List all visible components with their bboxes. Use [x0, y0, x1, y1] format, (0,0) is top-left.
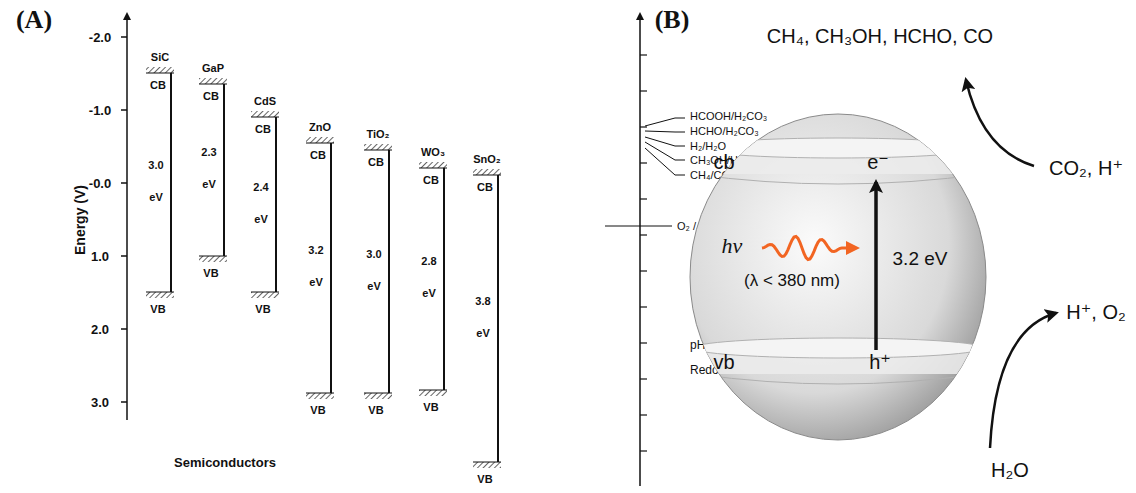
label: eV: [476, 327, 489, 338]
label: eV: [422, 288, 435, 299]
label: Semiconductors: [174, 456, 276, 469]
axis-ticks: [121, 37, 127, 402]
label: H⁺, O₂: [1066, 302, 1125, 322]
label: 3.0: [148, 159, 163, 170]
sphere-text: hν: [722, 235, 743, 257]
label: GaP: [202, 63, 224, 74]
label: VB: [150, 304, 165, 315]
label: eV: [367, 280, 380, 291]
label: 2.4: [253, 181, 268, 192]
label: ZnO: [309, 122, 331, 133]
label: CH₄, CH₃OH, HCHO, CO: [767, 26, 993, 46]
label: eV: [309, 277, 322, 288]
label: VB: [255, 304, 270, 315]
label: CB: [310, 150, 326, 161]
label: H₂/H₂O: [690, 141, 726, 152]
label: 2.8: [421, 256, 436, 267]
label: eV: [202, 179, 215, 190]
label: HCHO/H₂CO₃: [690, 126, 759, 137]
particle-sphere: cb e⁻ hν(λ < 380 nm) 3.2 eV vb h⁺: [688, 112, 988, 442]
label: -2.0: [89, 31, 111, 44]
label: HCOOH/H₂CO₃: [690, 111, 767, 122]
reduction-arrow: [966, 80, 1034, 166]
label: 1.0: [91, 250, 109, 263]
label: TiO₂: [366, 129, 389, 140]
label: VB: [368, 405, 383, 416]
label: VB: [477, 474, 492, 485]
label: CB: [255, 124, 271, 135]
label: 3.0: [91, 396, 109, 409]
label: VB: [203, 268, 218, 279]
sphere-text: e⁻: [867, 152, 889, 172]
label: VB: [423, 402, 438, 413]
label: SnO₂: [473, 154, 501, 165]
sphere-text: 3.2 eV: [893, 249, 948, 268]
label: CB: [203, 91, 219, 102]
label: CB: [150, 80, 166, 91]
label: 3.8: [475, 295, 490, 306]
label: 3.0: [366, 248, 381, 259]
redox-ticks: [640, 55, 647, 451]
oxidation-arrow: [990, 313, 1056, 448]
label: CO₂, H⁺: [1049, 158, 1123, 178]
label: (A): [16, 7, 52, 33]
redox-leaders: [605, 118, 685, 226]
label: H₂O: [991, 460, 1029, 480]
label: CB: [423, 175, 439, 186]
label: WO₃: [421, 147, 445, 158]
label: SiC: [151, 52, 169, 63]
label: VB: [310, 405, 325, 416]
label: CB: [368, 157, 384, 168]
label: eV: [149, 191, 162, 202]
label: (B): [655, 7, 690, 33]
label: 2.0: [91, 323, 109, 336]
sphere-text: h⁺: [869, 352, 891, 372]
label: CdS: [254, 96, 276, 107]
label: 2.3: [201, 147, 216, 158]
sphere-text: vb: [713, 352, 734, 372]
sphere-text: (λ < 380 nm): [744, 272, 840, 289]
energy-axis: [126, 14, 128, 420]
label: eV: [254, 213, 267, 224]
label: 3.2: [308, 245, 323, 256]
label: CB: [477, 182, 493, 193]
label: -0.0: [89, 177, 111, 190]
band-levels: [146, 67, 501, 468]
label: -1.0: [89, 104, 111, 117]
sphere-text: cb: [713, 152, 734, 172]
label: Energy (V): [73, 185, 87, 255]
